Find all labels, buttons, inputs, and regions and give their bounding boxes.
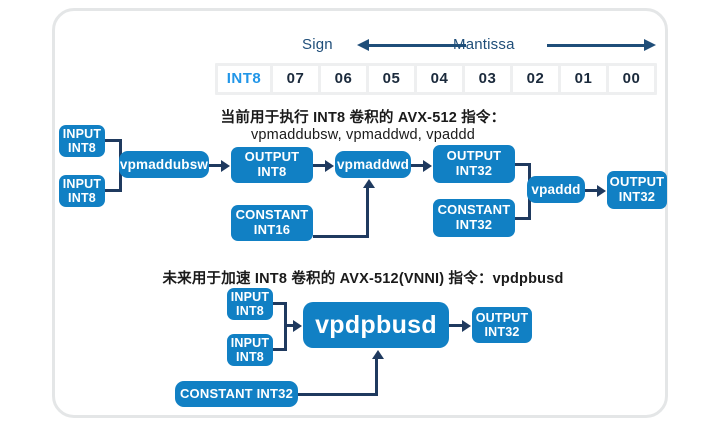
arrowhead-const16-up-icon <box>363 179 375 188</box>
node-op-vpmaddubsw: vpmaddubsw <box>119 151 209 178</box>
node-line-1: OUTPUT <box>446 148 502 164</box>
connector-const16-h <box>313 235 369 238</box>
node-vnni-constant-int32: CONSTANT INT32 <box>175 381 298 407</box>
node-line-1: INPUT <box>62 127 102 141</box>
connector-const16-v <box>366 187 369 238</box>
diagram-card: Sign Mantissa INT8 07 06 05 04 03 02 01 … <box>52 8 668 418</box>
connector-vnni-merge-out <box>284 324 293 327</box>
node-label: vpmaddubsw <box>119 156 209 172</box>
node-line-2: INT8 <box>257 164 287 179</box>
sign-label: Sign <box>302 36 333 53</box>
current-instructions-list: vpmaddubsw, vpmaddwd, vpaddd <box>250 127 476 143</box>
node-line-2: INT8 <box>68 191 96 205</box>
bit-cell-04: 04 <box>417 66 462 92</box>
node-line-2: INT8 <box>236 350 264 364</box>
node-line-1: CONSTANT <box>235 207 309 223</box>
node-line-2: INT32 <box>484 325 520 339</box>
node-line-1: OUTPUT <box>609 174 665 190</box>
node-vnni-output-int32: OUTPUT INT32 <box>472 307 532 343</box>
node-line-1: INPUT <box>62 177 102 191</box>
node-line-1: OUTPUT <box>244 149 300 165</box>
arrowhead-to-output-final-icon <box>597 185 606 197</box>
bit-cell-02: 02 <box>513 66 558 92</box>
connector-vnni-input-a <box>273 302 287 305</box>
sign-arrow-icon <box>357 39 466 51</box>
connector-const32-out <box>515 217 531 220</box>
node-output-int32-a: OUTPUT INT32 <box>433 145 515 183</box>
node-line-2: INT8 <box>68 141 96 155</box>
arrowhead-to-vpdpbusd-icon <box>293 320 302 332</box>
node-line-2: INT32 <box>455 163 493 178</box>
bit-cell-03: 03 <box>465 66 510 92</box>
connector-vnni-input-b <box>273 348 287 351</box>
bit-table: INT8 07 06 05 04 03 02 01 00 <box>215 63 657 95</box>
node-vnni-input-int8-b: INPUT INT8 <box>227 334 273 366</box>
node-label: CONSTANT INT32 <box>179 385 294 401</box>
arrowhead-vnni-const-up-icon <box>372 350 384 359</box>
node-line-2: INT16 <box>253 222 291 237</box>
connector-vpaddd-out <box>585 189 597 192</box>
connector-int32a-out <box>515 163 531 166</box>
node-output-int8: OUTPUT INT8 <box>231 147 313 183</box>
arrowhead-to-output-int32a-icon <box>423 160 432 172</box>
node-input-int8-b: INPUT INT8 <box>59 175 105 207</box>
connector-vnni-const-v <box>375 359 378 395</box>
node-line-1: OUTPUT <box>475 311 529 325</box>
node-line-1: INPUT <box>230 290 270 304</box>
future-instructions-title: 未来用于加速 INT8 卷积的 AVX-512(VNNI) 指令：vpdpbus… <box>162 271 564 287</box>
connector-input-a <box>105 139 122 142</box>
current-instructions-title: 当前用于执行 INT8 卷积的 AVX-512 指令： <box>220 110 506 126</box>
node-label: vpdpbusd <box>315 311 437 339</box>
bit-cell-06: 06 <box>321 66 366 92</box>
node-op-vpdpbusd: vpdpbusd <box>303 302 449 348</box>
arrowhead-to-vpmaddwd-icon <box>325 160 334 172</box>
bit-cell-type: INT8 <box>218 66 270 92</box>
connector-vpmaddwd-out <box>411 164 423 167</box>
connector-input-b <box>105 189 122 192</box>
node-op-vpaddd: vpaddd <box>527 176 585 203</box>
arrowhead-to-output-int8-icon <box>221 160 230 172</box>
node-constant-int16: CONSTANT INT16 <box>231 205 313 241</box>
bit-cell-01: 01 <box>561 66 606 92</box>
node-line-2: INT32 <box>618 189 656 204</box>
node-line-1: CONSTANT <box>437 202 511 218</box>
node-line-2: INT8 <box>236 304 264 318</box>
connector-vpdpbusd-out <box>449 324 462 327</box>
arrowhead-to-vnni-output-icon <box>462 320 471 332</box>
node-label: vpaddd <box>531 181 581 197</box>
mantissa-arrow-icon <box>547 39 656 51</box>
bit-cell-05: 05 <box>369 66 414 92</box>
connector-output-int8-out <box>313 164 325 167</box>
node-output-int32-final: OUTPUT INT32 <box>607 171 667 209</box>
mantissa-label: Mantissa <box>453 36 515 53</box>
bit-cell-00: 00 <box>609 66 654 92</box>
node-op-vpmaddwd: vpmaddwd <box>335 151 411 178</box>
node-label: vpmaddwd <box>336 156 410 172</box>
node-line-1: INPUT <box>230 336 270 350</box>
bit-cell-07: 07 <box>273 66 318 92</box>
connector-vnni-const-h <box>298 393 378 396</box>
bit-ruler-arrows: Sign Mantissa <box>210 33 656 59</box>
node-input-int8-a: INPUT INT8 <box>59 125 105 157</box>
connector-vpmaddubsw-out <box>209 164 221 167</box>
node-line-2: INT32 <box>455 217 493 232</box>
node-vnni-input-int8-a: INPUT INT8 <box>227 288 273 320</box>
node-constant-int32: CONSTANT INT32 <box>433 199 515 237</box>
